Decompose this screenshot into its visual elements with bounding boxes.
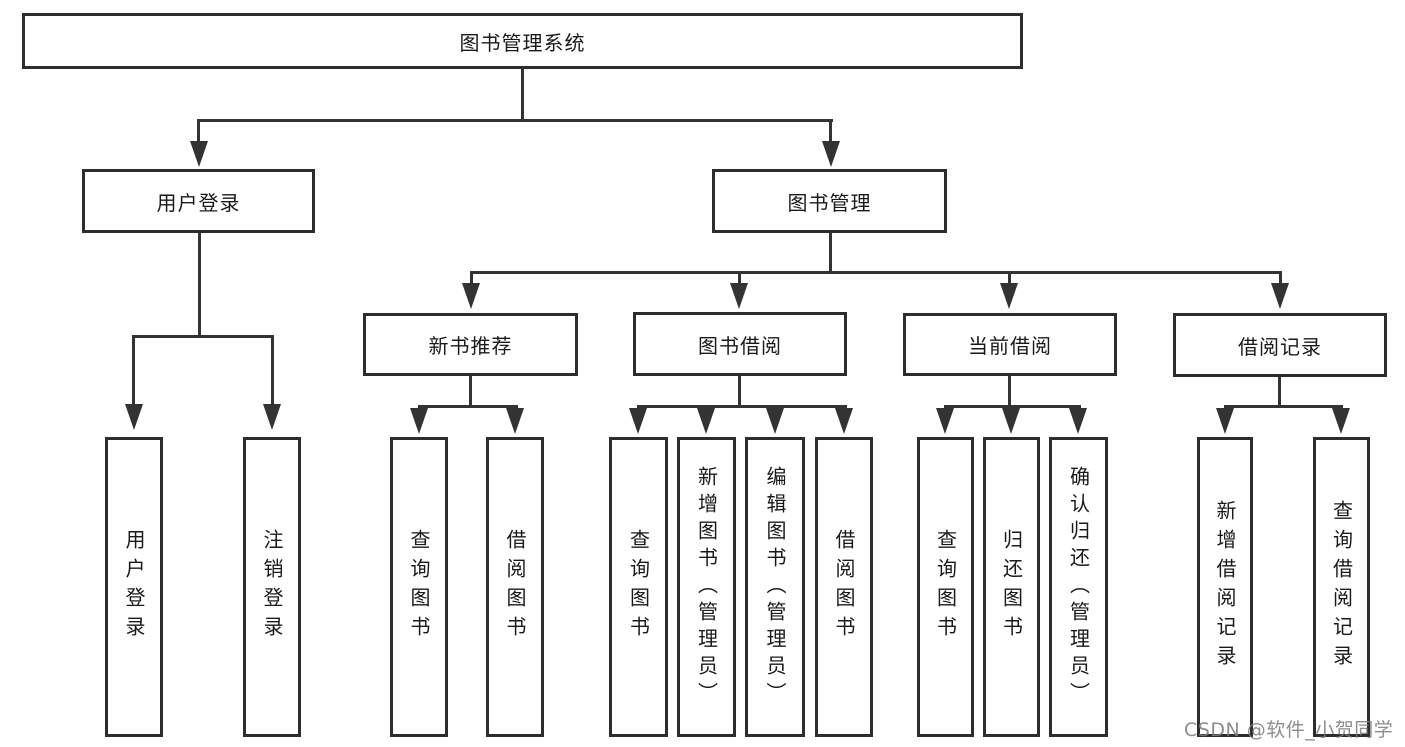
leaf-newbook-query: 查询图书 (390, 437, 448, 737)
node-current-borrow: 当前借阅 (903, 313, 1117, 376)
connector-newbook-stem (469, 376, 472, 408)
arrowhead-currentborrow-leaf3-icon (1069, 408, 1087, 434)
arrowhead-bookborrow-leaf1-icon (629, 408, 647, 434)
leaf-user-login: 用户登录 (105, 437, 163, 737)
connector-currentborrow-branch (944, 405, 1081, 408)
leaf-current-confirm-admin-label: 确认归还（管理员） (1066, 465, 1091, 709)
leaf-user-login-label: 用户登录 (122, 529, 146, 645)
node-book-borrow-label: 图书借阅 (698, 333, 782, 358)
node-borrow-record-label: 借阅记录 (1238, 334, 1322, 359)
arrowhead-bookborrow-leaf2-icon (697, 408, 715, 434)
arrowhead-newbook-leaf1-icon (410, 408, 428, 434)
connector-currentborrow-drop (1008, 271, 1011, 285)
csdn-watermark: CSDN @软件_小贺同学 (1184, 719, 1394, 741)
leaf-record-add-label: 新增借阅记录 (1213, 500, 1237, 674)
node-user-login-label: 用户登录 (156, 190, 241, 215)
node-new-book-recommend: 新书推荐 (363, 313, 578, 376)
arrowhead-login-leaf1-icon (125, 404, 143, 430)
node-book-borrow: 图书借阅 (633, 312, 847, 376)
connector-user-login-drop (197, 119, 200, 145)
leaf-newbook-borrow: 借阅图书 (486, 437, 544, 737)
leaf-borrow-query: 查询图书 (609, 437, 668, 737)
node-new-book-recommend-label: 新书推荐 (428, 334, 513, 358)
leaf-current-confirm-admin: 确认归还（管理员） (1049, 437, 1108, 737)
connector-newbook-drop (470, 271, 473, 285)
arrowhead-newbook-leaf2-icon (506, 408, 524, 434)
leaf-current-return: 归还图书 (983, 437, 1040, 737)
leaf-current-query-label: 查询图书 (933, 529, 958, 645)
node-root-label: 图书管理系统 (459, 30, 586, 55)
arrowhead-borrowrecord-leaf2-icon (1332, 408, 1350, 434)
connector-level3-branch (470, 271, 1282, 274)
connector-login-leaf2-drop (271, 335, 274, 407)
arrowhead-currentborrow-leaf1-icon (936, 408, 954, 434)
connector-user-login-stem (198, 233, 201, 338)
arrowhead-currentborrow-leaf2-icon (1002, 408, 1020, 434)
leaf-logout-label: 注销登录 (260, 529, 284, 645)
leaf-record-query-label: 查询借阅记录 (1329, 500, 1354, 674)
node-book-management-label: 图书管理 (787, 190, 872, 215)
node-user-login: 用户登录 (82, 169, 315, 233)
node-root: 图书管理系统 (22, 13, 1023, 69)
leaf-record-query: 查询借阅记录 (1313, 437, 1370, 737)
connector-level2-branch (197, 119, 833, 122)
leaf-current-query: 查询图书 (917, 437, 974, 737)
arrowhead-user-login-icon (190, 141, 208, 167)
connector-bookborrow-drop (738, 271, 741, 285)
leaf-logout: 注销登录 (243, 437, 301, 737)
arrowhead-newbook-icon (462, 283, 480, 309)
arrowhead-currentborrow-icon (1000, 283, 1018, 309)
connector-borrowrecord-stem (1278, 377, 1281, 408)
leaf-borrow-borrow-label: 借阅图书 (832, 529, 856, 645)
node-borrow-record: 借阅记录 (1173, 313, 1387, 377)
arrowhead-borrowrecord-leaf1-icon (1216, 408, 1234, 434)
leaf-newbook-borrow-label: 借阅图书 (503, 529, 527, 645)
connector-newbook-branch (418, 405, 518, 408)
leaf-record-add: 新增借阅记录 (1197, 437, 1253, 737)
connector-root-stem (521, 69, 524, 122)
connector-bookborrow-stem (738, 376, 741, 408)
connector-borrowrecord-drop (1279, 271, 1282, 285)
leaf-current-return-label: 归还图书 (999, 529, 1024, 645)
connector-currentborrow-stem (1008, 376, 1011, 408)
arrowhead-bookborrow-leaf4-icon (835, 408, 853, 434)
leaf-borrow-add-admin-label: 新增图书（管理员） (694, 465, 719, 709)
leaf-borrow-add-admin: 新增图书（管理员） (677, 437, 736, 737)
connector-login-leaf1-drop (132, 335, 135, 407)
leaf-borrow-edit-admin-label: 编辑图书（管理员） (763, 465, 787, 709)
node-book-management: 图书管理 (712, 169, 947, 233)
arrowhead-bookborrow-icon (730, 283, 748, 309)
leaf-borrow-query-label: 查询图书 (626, 529, 651, 645)
leaf-borrow-edit-admin: 编辑图书（管理员） (745, 437, 805, 737)
arrowhead-login-leaf2-icon (263, 404, 281, 430)
connector-book-mgmt-drop (829, 119, 832, 145)
arrowhead-book-mgmt-icon (822, 141, 840, 167)
leaf-borrow-borrow: 借阅图书 (815, 437, 873, 737)
connector-book-mgmt-stem (829, 233, 832, 274)
leaf-newbook-query-label: 查询图书 (407, 529, 431, 645)
node-current-borrow-label: 当前借阅 (968, 334, 1052, 358)
connector-borrowrecord-branch (1224, 405, 1343, 408)
arrowhead-borrowrecord-icon (1271, 283, 1289, 309)
connector-user-login-branch (132, 335, 274, 338)
arrowhead-bookborrow-leaf3-icon (766, 408, 784, 434)
connector-bookborrow-branch (637, 405, 847, 408)
